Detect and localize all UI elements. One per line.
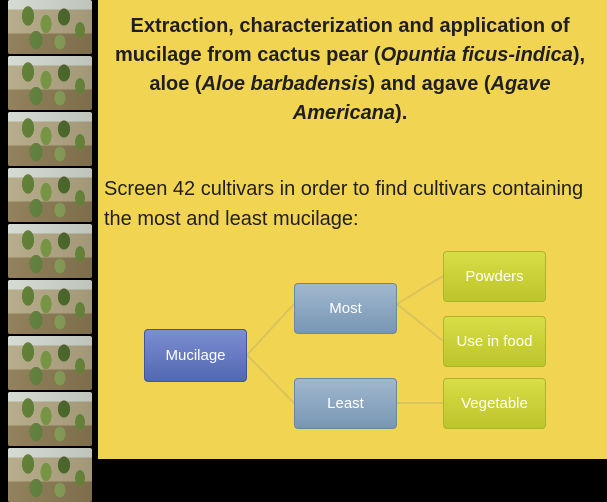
- title-species: Opuntia ficus-indica: [381, 44, 573, 66]
- connector-most-food: [397, 304, 443, 341]
- title-text: ).: [395, 102, 407, 124]
- node-most: Most: [294, 283, 397, 334]
- connector-root-most: [247, 304, 294, 355]
- cactus-photo: [8, 0, 92, 54]
- slide: Extraction, characterization and applica…: [0, 0, 607, 459]
- slide-title: Extraction, characterization and applica…: [104, 12, 596, 128]
- cactus-photo: [8, 224, 92, 278]
- cactus-photo: [8, 392, 92, 446]
- cactus-photo: [8, 448, 92, 502]
- node-use-in-food: Use in food: [443, 316, 546, 367]
- cactus-photo: [8, 168, 92, 222]
- cactus-photo-strip: [0, 0, 98, 459]
- cactus-photo: [8, 56, 92, 110]
- cactus-photo: [8, 280, 92, 334]
- node-vegetable: Vegetable: [443, 378, 546, 429]
- body-text: Screen 42 cultivars in order to find cul…: [104, 174, 592, 234]
- connector-most-powders: [397, 276, 443, 304]
- cactus-photo: [8, 336, 92, 390]
- cactus-photo: [8, 112, 92, 166]
- title-species: Aloe barbadensis: [202, 73, 369, 95]
- node-powders: Powders: [443, 251, 546, 302]
- title-text: ) and agave (: [368, 73, 490, 95]
- connector-root-least: [247, 355, 294, 403]
- node-least: Least: [294, 378, 397, 429]
- node-mucilage: Mucilage: [144, 329, 247, 382]
